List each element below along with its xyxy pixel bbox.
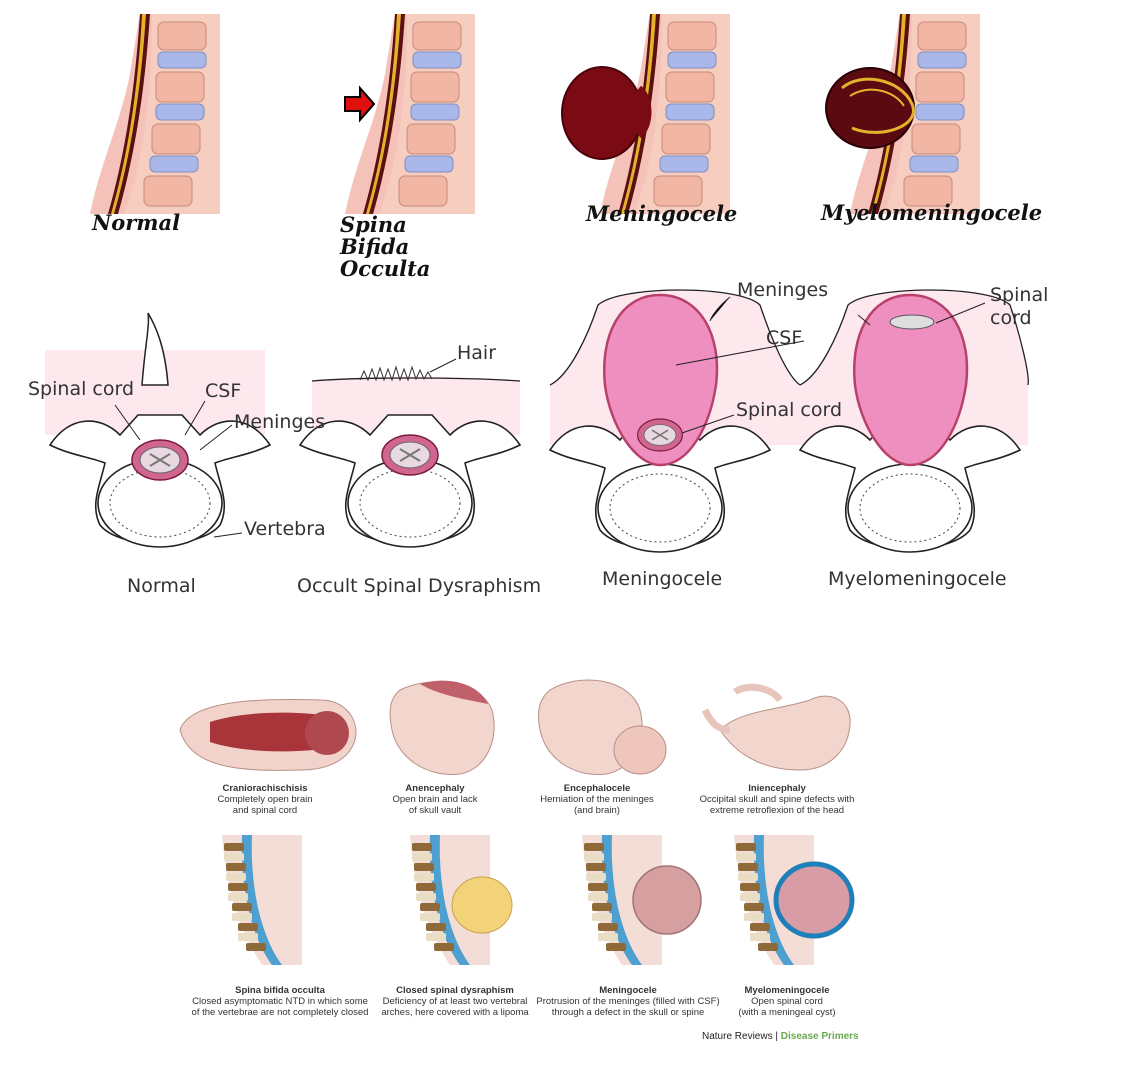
ntd-caption-iniencephaly: Iniencephaly Occipital skull and spine d… [692,783,862,817]
ntd-caption-myelomeningocele: Myelomeningocele Open spinal cord (with … [702,985,872,1019]
meningocele-ntd-figure [582,835,702,965]
normal-sagittal-illustration [89,13,221,215]
source-journal: Nature Reviews [702,1031,773,1042]
ntd-desc-spina-bifida-occulta: Closed asymptomatic NTD in which some of… [191,995,369,1018]
closed-spinal-dysraphism-figure [410,835,513,965]
meningocele-sac [561,66,643,160]
ntd-title-craniorachischisis: Craniorachischisis [222,783,308,794]
source-separator: | [775,1031,778,1042]
annotation-vertebra: Vertebra [244,518,326,540]
ntd-caption-encephalocele: Encephalocele Herniation of the meninges… [512,783,682,817]
craniorachischisis-figure [179,698,357,771]
spina-bifida-occulta-figure [222,835,302,965]
ntd-caption-spina-bifida-occulta: Spina bifida occulta Closed asymptomatic… [180,985,380,1019]
caption-normal: Normal [127,575,196,597]
myelomeningocele-ntd-figure [734,835,855,965]
ntd-caption-meningocele: Meningocele Protrusion of the meninges (… [528,985,728,1019]
occult-cross-section [299,358,521,548]
ntd-title-encephalocele: Encephalocele [563,783,631,794]
annotation-spinal-cord-myelomeningocele: Spinal cord [990,284,1049,329]
caption-meningocele: Meningocele [602,568,723,590]
annotation-csf-normal: CSF [205,380,242,402]
iniencephaly-figure [701,683,851,771]
ntd-caption-closed-spinal-dysraphism: Closed spinal dysraphism Deficiency of a… [370,985,540,1019]
ntd-title-iniencephaly: Iniencephaly [748,783,806,794]
ntd-desc-myelomeningocele: Open spinal cord (with a meningeal cyst) [738,995,836,1018]
ntd-desc-meningocele: Protrusion of the meninges (filled with … [536,995,720,1018]
top-label-normal: Normal [92,210,181,235]
normal-cross-section [45,312,271,548]
annotation-spinal-cord-meningocele: Spinal cord [736,399,843,421]
top-label-spina-bifida-occulta: Spina Bifida Occulta [340,212,431,282]
ntd-desc-encephalocele: Herniation of the meninges (and brain) [540,793,654,816]
annotation-csf-meningocele: CSF [766,327,803,349]
annotation-hair: Hair [457,342,497,364]
ntd-desc-iniencephaly: Occipital skull and spine defects with e… [699,793,855,816]
top-label-myelomeningocele: Myelomeningocele [821,200,1043,225]
myelomeningocele-cross-section [799,289,1029,553]
bottom-panel-illustrations [179,679,855,965]
encephalocele-figure [537,679,667,776]
annotation-meninges-normal: Meninges [234,411,326,433]
ntd-title-anencephaly: Anencephaly [405,783,465,794]
meningocele-cross-section [549,289,805,553]
middle-row-cross-sections [45,289,1029,553]
ntd-desc-closed-spinal-dysraphism: Deficiency of at least two vertebral arc… [381,995,529,1018]
ntd-title-closed-spinal-dysraphism: Closed spinal dysraphism [396,985,514,996]
caption-myelomeningocele: Myelomeningocele [828,568,1007,590]
ntd-title-meningocele: Meningocele [599,985,657,996]
caption-occult-spinal-dysraphism: Occult Spinal Dysraphism [297,575,542,597]
annotation-meninges-meningocele: Meninges [737,279,829,301]
ntd-caption-craniorachischisis: Craniorachischisis Completely open brain… [180,783,350,817]
source-series: Disease Primers [780,1031,859,1042]
top-label-meningocele: Meningocele [586,201,738,226]
source-footer: Nature Reviews | Disease Primers [702,1031,859,1042]
hair-tuft [359,365,433,382]
ntd-desc-anencephaly: Open brain and lack of skull vault [392,793,478,816]
ntd-title-spina-bifida-occulta: Spina bifida occulta [235,985,325,996]
ntd-desc-craniorachischisis: Completely open brain and spinal cord [217,793,313,816]
top-row-illustrations [89,13,981,215]
red-arrow-icon [344,85,376,123]
ntd-title-myelomeningocele: Myelomeningocele [744,985,830,996]
anencephaly-figure [389,680,495,776]
ntd-caption-anencephaly: Anencephaly Open brain and lack of skull… [350,783,520,817]
annotation-spinal-cord-normal: Spinal cord [28,378,135,400]
